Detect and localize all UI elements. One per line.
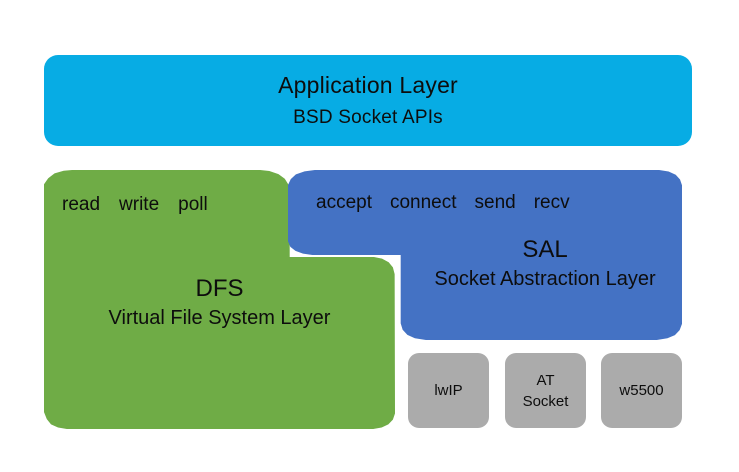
dfs-operation-write: write <box>119 194 160 215</box>
sal-operation-recv: recv <box>533 192 570 213</box>
dfs-operations-list: read write poll <box>62 192 278 218</box>
dfs-operation-poll: poll <box>178 194 208 215</box>
dfs-subtitle: Virtual File System Layer <box>108 307 331 329</box>
sal-operation-send: send <box>474 192 516 213</box>
sal-operation-accept: accept <box>316 192 372 213</box>
backend-label-lwip: lwIP <box>434 382 463 399</box>
backend-box-lwip: lwIP <box>408 353 489 428</box>
sal-title: SAL <box>522 236 568 263</box>
dfs-title: DFS <box>195 275 244 302</box>
backend-label-at-line2: Socket <box>522 392 569 410</box>
backend-label-at-line1: AT <box>536 371 555 389</box>
sal-operations-list: accept connect send recv <box>316 190 626 216</box>
sal-title-block: SAL Socket Abstraction Layer <box>408 234 682 293</box>
dfs-title-block: DFS Virtual File System Layer <box>44 274 395 332</box>
backend-box-w5500: w5500 <box>601 353 682 428</box>
backend-label-w5500: w5500 <box>619 382 664 399</box>
application-layer-title: Application Layer <box>278 71 458 98</box>
application-layer-subtitle: BSD Socket APIs <box>293 106 443 128</box>
sal-subtitle: Socket Abstraction Layer <box>434 268 656 290</box>
application-layer-block: Application Layer BSD Socket APIs <box>44 55 692 146</box>
backend-box-at-socket: AT Socket <box>505 353 586 428</box>
sal-operation-connect: connect <box>389 192 457 213</box>
dfs-operation-read: read <box>62 194 101 215</box>
